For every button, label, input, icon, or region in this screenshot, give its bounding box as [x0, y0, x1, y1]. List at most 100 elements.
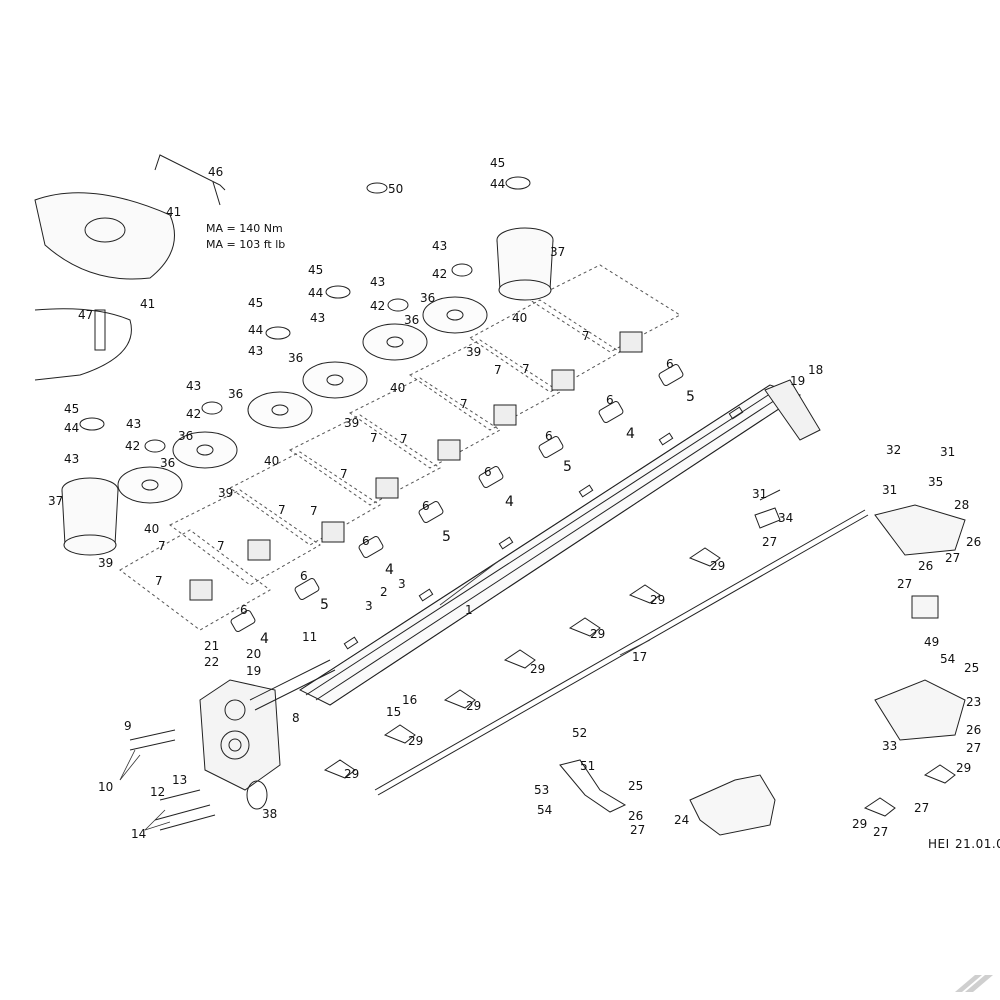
callout-7d: 7: [340, 467, 348, 481]
callout-5c: 5: [563, 459, 572, 475]
callout-47: 47: [78, 308, 94, 322]
callout-44c: 44: [308, 286, 324, 300]
callout-19b: 19: [246, 664, 262, 678]
callout-8: 8: [292, 711, 300, 725]
callout-40d: 40: [512, 311, 528, 325]
callout-29g: 29: [710, 559, 726, 573]
callout-40a: 40: [144, 522, 160, 536]
callout-40b: 40: [264, 454, 280, 468]
callout-44d: 44: [490, 177, 506, 191]
rings: [79, 176, 531, 453]
callout-19a: 19: [790, 374, 806, 388]
gear-units: [189, 331, 643, 601]
callout-54b: 54: [940, 652, 956, 666]
callout-43f: 43: [370, 275, 386, 289]
callout-22: 22: [204, 655, 220, 669]
callout-27d: 27: [897, 577, 913, 591]
callout-6h: 6: [666, 357, 674, 371]
callout-36d: 36: [288, 351, 304, 365]
callout-43a: 43: [64, 452, 80, 466]
callout-34: 34: [778, 511, 794, 525]
callout-52: 52: [572, 726, 588, 740]
callout-4d: 4: [626, 426, 635, 442]
callout-6d: 6: [422, 499, 430, 513]
callout-18: 18: [808, 363, 824, 377]
torque-nm: MA = 140 Nm: [206, 222, 283, 235]
callout-49: 49: [924, 635, 940, 649]
callout-29a: 29: [344, 767, 360, 781]
callout-37a: 37: [48, 494, 64, 508]
callout-7k: 7: [494, 363, 502, 377]
callout-51: 51: [580, 759, 596, 773]
callout-43b: 43: [126, 417, 142, 431]
callout-45b: 45: [248, 296, 264, 310]
callout-44b: 44: [248, 323, 264, 337]
callout-40c: 40: [390, 381, 406, 395]
callout-7b: 7: [217, 539, 225, 553]
callout-46: 46: [208, 165, 224, 179]
callout-6c: 6: [362, 534, 370, 548]
callout-7h: 7: [582, 329, 590, 343]
callout-39d: 39: [466, 345, 482, 359]
callout-42b: 42: [186, 407, 202, 421]
callout-42c: 42: [370, 299, 386, 313]
callout-7i: 7: [158, 539, 166, 553]
callout-26b: 26: [966, 535, 982, 549]
callout-39b: 39: [218, 486, 234, 500]
callout-41a: 41: [166, 205, 182, 219]
callout-45a: 45: [64, 402, 80, 416]
callout-29c: 29: [466, 699, 482, 713]
callout-6g: 6: [606, 393, 614, 407]
callout-3: 3: [398, 577, 406, 591]
callout-43d: 43: [248, 344, 264, 358]
callout-36a: 36: [160, 456, 176, 470]
callout-36f: 36: [404, 313, 420, 327]
callout-45d: 45: [490, 156, 506, 170]
callout-53: 53: [534, 783, 550, 797]
callout-24: 24: [674, 813, 690, 827]
callout-14: 14: [131, 827, 147, 841]
callout-4a: 4: [260, 631, 269, 647]
logo-mark: [955, 975, 993, 992]
callout-33: 33: [882, 739, 898, 753]
callout-13: 13: [172, 773, 188, 787]
callout-39a: 39: [98, 556, 114, 570]
callout-5b: 5: [442, 529, 451, 545]
callout-45c: 45: [308, 263, 324, 277]
callout-6a: 6: [240, 603, 248, 617]
callout-39c: 39: [344, 416, 360, 430]
bolts: [129, 729, 216, 831]
callout-29b: 29: [408, 734, 424, 748]
callout-25a: 25: [628, 779, 644, 793]
callout-42d: 42: [432, 267, 448, 281]
callout-38: 38: [262, 807, 278, 821]
callout-32: 32: [886, 443, 902, 457]
callout-31c: 31: [882, 483, 898, 497]
callout-3b: 3: [365, 599, 373, 613]
tail-piece: [754, 489, 781, 529]
callout-7e: 7: [400, 432, 408, 446]
footer-date: 21.01.08: [955, 837, 1000, 851]
guard-24: [689, 774, 776, 836]
callout-1: 1: [465, 603, 473, 617]
callout-36b: 36: [178, 429, 194, 443]
callout-43e: 43: [310, 311, 326, 325]
callout-6b: 6: [300, 569, 308, 583]
wrench: [154, 154, 226, 206]
callout-44a: 44: [64, 421, 80, 435]
callout-42a: 42: [125, 439, 141, 453]
callout-21: 21: [204, 639, 220, 653]
callout-7l: 7: [310, 504, 318, 518]
callout-6e: 6: [484, 465, 492, 479]
callout-43g: 43: [432, 239, 448, 253]
callout-12: 12: [150, 785, 166, 799]
callout-29j: 29: [956, 761, 972, 775]
callout-27a: 27: [630, 823, 646, 837]
callout-41b: 41: [140, 297, 156, 311]
callout-7g: 7: [522, 362, 530, 376]
callout-54a: 54: [537, 803, 553, 817]
callout-5a: 5: [320, 597, 329, 613]
skid-shoes: [323, 547, 956, 817]
